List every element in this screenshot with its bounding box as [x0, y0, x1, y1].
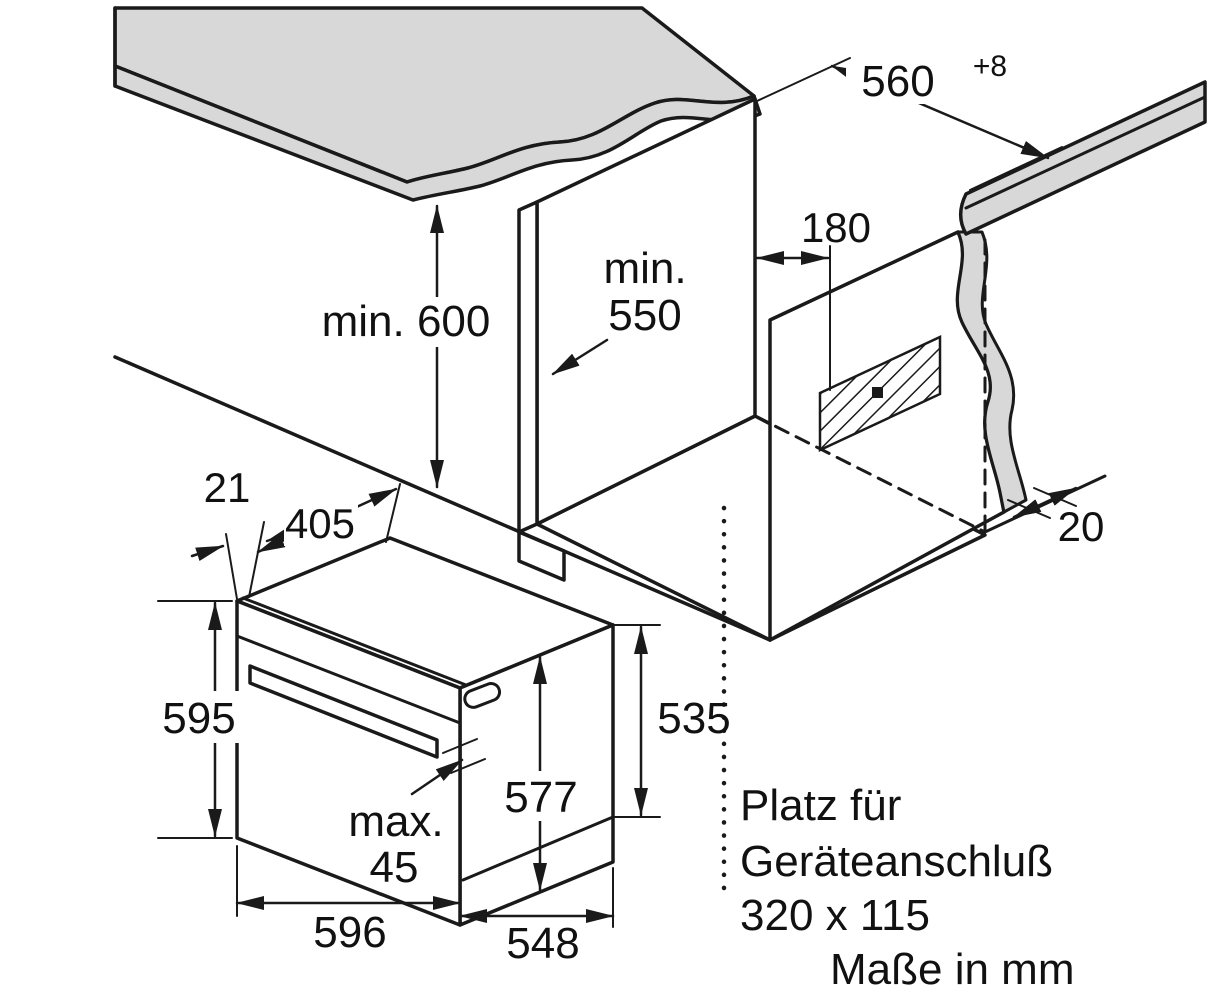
- niche-height-label: min. 600: [322, 297, 491, 346]
- connection-note-line-3: 320 x 115: [740, 891, 930, 940]
- connection-screw: [872, 387, 883, 398]
- dim-oven-door-thickness: max. 45: [348, 738, 486, 892]
- dim-oven-depth: 548: [458, 867, 615, 968]
- oven-door-label: max.: [348, 797, 443, 846]
- dim-connection-offset: 180: [755, 204, 871, 391]
- dim-line: [1012, 486, 1078, 519]
- dim-oven-width: 596: [235, 845, 462, 957]
- label-mask: [148, 691, 252, 743]
- dim-oven-top-depth: 405: [256, 483, 401, 554]
- oven-body-height-label: 535: [657, 694, 730, 743]
- oven-width-label: 596: [313, 908, 386, 957]
- oven-handle-end: [463, 682, 502, 709]
- dim-oven-height: 595: [148, 600, 252, 839]
- countertop-right-edge-line: [964, 95, 1207, 210]
- extension-line-2: [248, 521, 265, 598]
- dim-niche-depth: min. 550: [551, 244, 687, 376]
- niche-side-panel-front: [517, 200, 539, 534]
- oven-view: [235, 536, 615, 927]
- label-mask: [500, 771, 582, 821]
- oven-top-inset-label: 21: [204, 464, 251, 511]
- extension-line-right: [969, 146, 1063, 191]
- oven-top-depth-label: 405: [285, 500, 355, 547]
- plinth-step: [517, 530, 566, 582]
- extension-line-left: [756, 57, 851, 102]
- countertop-right: [959, 80, 1207, 236]
- oven-height-label: 595: [162, 694, 235, 743]
- label-mask: [846, 50, 1014, 104]
- oven-depth-label: 548: [506, 919, 579, 968]
- dim-niche-width: 560 +8: [756, 50, 1063, 191]
- niche-depth-label-2: 550: [608, 291, 681, 340]
- label-mask: [1052, 508, 1110, 550]
- extension-line-2: [1033, 487, 1077, 507]
- dim-oven-front-height: 577: [500, 655, 582, 892]
- units-note: Maße in mm: [830, 945, 1074, 994]
- niche-depth-label-1: min.: [603, 244, 686, 293]
- label-mask: [315, 297, 497, 347]
- oven-door-handle: [248, 664, 439, 759]
- rear-gap-label: 20: [1058, 503, 1105, 550]
- connection-note-line-2: Geräteanschluß: [740, 837, 1053, 886]
- dim-rear-gap: 20: [1007, 486, 1110, 550]
- cabinet-scene: [113, 6, 1207, 901]
- cabinet-base-line: [113, 355, 772, 642]
- leader-arrow: [410, 758, 464, 796]
- extension-line-1: [442, 738, 478, 754]
- connection-note-line-1: Platz für: [740, 781, 901, 830]
- niche-width-tolerance: +8: [973, 50, 1007, 83]
- dim-oven-top-inset: 21: [190, 464, 295, 600]
- niche-width-label: 560: [861, 57, 934, 106]
- dim-oven-body-height: 535: [612, 624, 731, 818]
- connection-space-note: Platz für Geräteanschluß 320 x 115: [740, 781, 1053, 940]
- leader-arrow: [551, 338, 609, 376]
- connection-offset-label: 180: [801, 204, 871, 251]
- oven-control-panel-line: [235, 634, 462, 725]
- hidden-edge-floor-back: [753, 414, 987, 534]
- label-mask: [284, 500, 358, 546]
- dim-niche-height: min. 600: [315, 204, 497, 489]
- oven-top-inset-line: [241, 596, 468, 687]
- oven-door-value: 45: [370, 843, 419, 892]
- oven-front-height-label: 577: [504, 773, 577, 822]
- extension-line-1: [1007, 499, 1051, 519]
- extension-line-1: [225, 533, 238, 600]
- arrow-left: [190, 544, 225, 561]
- countertop-left-front-edge: [113, 64, 762, 202]
